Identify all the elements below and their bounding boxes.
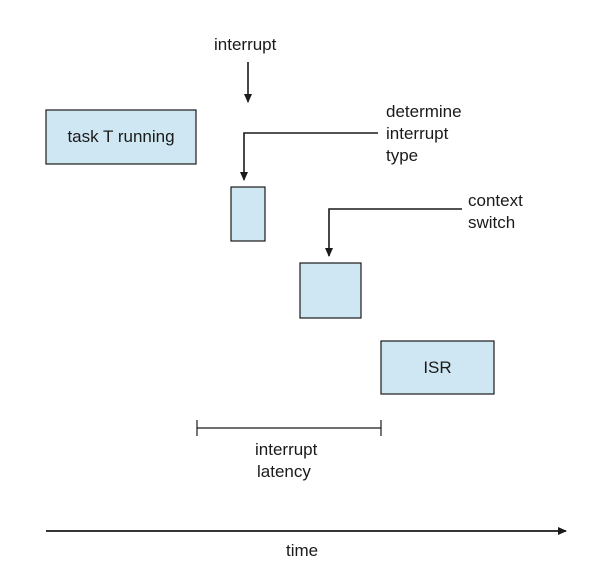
determine-label-line1: determine bbox=[386, 102, 462, 121]
determine-type-arrow bbox=[240, 132, 378, 181]
latency-label-line1: interrupt bbox=[255, 440, 318, 459]
determine-type-box bbox=[230, 186, 266, 242]
isr-box bbox=[380, 340, 495, 395]
context-label-line2: switch bbox=[468, 213, 516, 232]
isr-label: ISR bbox=[423, 357, 452, 377]
context-switch-box bbox=[299, 262, 362, 319]
determine-label-line3: type bbox=[386, 146, 419, 165]
latency-label-line2: latency bbox=[257, 462, 311, 481]
task-running-label: task T running bbox=[67, 127, 175, 146]
interrupt-label: interrupt bbox=[214, 35, 277, 54]
context-label-line1: context bbox=[468, 191, 523, 210]
context-switch-arrow bbox=[325, 208, 462, 257]
determine-label-line2: interrupt bbox=[386, 124, 449, 143]
time-label: time bbox=[286, 541, 319, 560]
task-running-box bbox=[45, 109, 197, 165]
